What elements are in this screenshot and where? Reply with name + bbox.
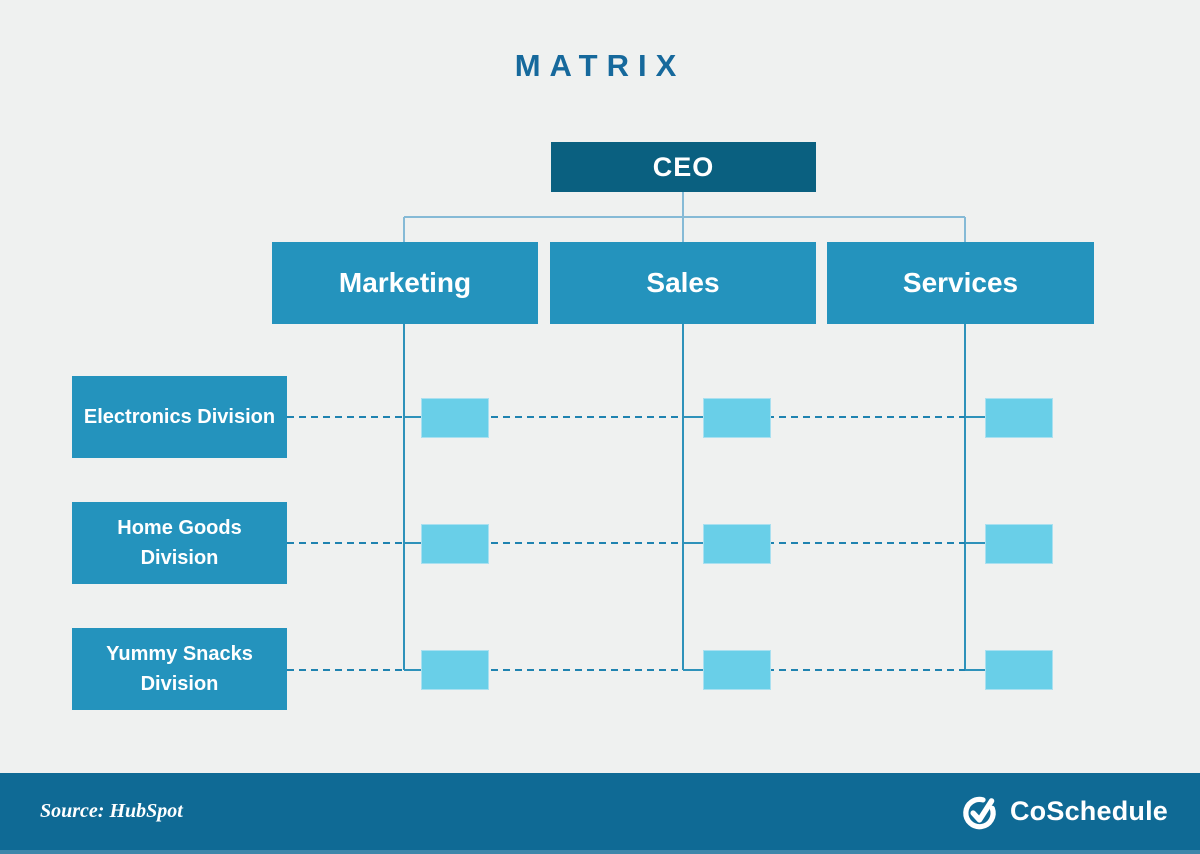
matrix-cell-3-3 [985, 650, 1053, 690]
coschedule-wordmark: CoSchedule [1009, 796, 1168, 826]
dept-box-marketing: Marketing [272, 242, 538, 324]
division-label-yummy-snacks: Yummy Snacks Division [106, 643, 253, 695]
dept-label-sales: Sales [646, 267, 720, 298]
footer-bar: Source: HubSpot CoSchedule [0, 773, 1200, 854]
division-label-home-goods: Home Goods Division [117, 517, 242, 569]
matrix-cell-1-1 [421, 398, 489, 438]
matrix-cell-2-2 [703, 524, 771, 564]
row-dashed-lines [287, 416, 965, 671]
dept-label-marketing: Marketing [338, 267, 472, 298]
dept-box-services: Services [827, 242, 1094, 324]
matrix-cell-1-2 [703, 398, 771, 438]
column-lines [403, 324, 966, 670]
division-box-home-goods: Home Goods Division [72, 502, 287, 584]
dept-box-sales: Sales [550, 242, 816, 324]
page-title: MATRIX [514, 48, 686, 83]
matrix-cell-2-3 [985, 524, 1053, 564]
matrix-cell-1-3 [985, 398, 1053, 438]
matrix-cell-3-2 [703, 650, 771, 690]
footer-content: Source: HubSpot CoSchedule [0, 773, 1200, 850]
matrix-cell-2-1 [421, 524, 489, 564]
source-text: Source: HubSpot [40, 800, 183, 822]
coschedule-logo-icon [963, 796, 996, 829]
division-box-electronics: Electronics Division [72, 376, 287, 458]
coschedule-logo: CoSchedule [959, 791, 1168, 833]
ceo-box: CEO [551, 142, 816, 192]
top-connector-lines [403, 192, 966, 242]
division-box-yummy-snacks: Yummy Snacks Division [72, 628, 287, 710]
ceo-label: CEO [652, 151, 715, 182]
matrix-cell-3-1 [421, 650, 489, 690]
dept-label-services: Services [902, 267, 1019, 298]
division-label-electronics: Electronics Division [83, 406, 276, 428]
footer-bottom-strip [0, 850, 1200, 854]
